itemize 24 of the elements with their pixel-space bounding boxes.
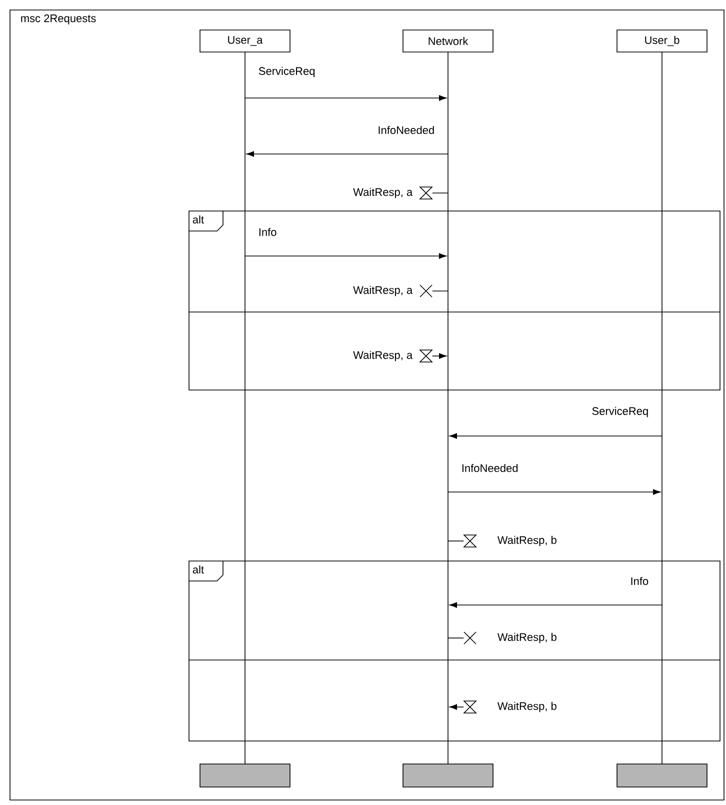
timer-line: [448, 540, 464, 542]
message-arrow: [244, 253, 447, 259]
timer-line: [449, 704, 464, 710]
message-label: Info: [259, 228, 276, 236]
message-label: InfoNeeded: [462, 464, 518, 472]
instance-end: [616, 764, 708, 788]
message-arrow: [448, 489, 661, 495]
instance-head: User_b: [616, 30, 708, 52]
message-label: InfoNeeded: [378, 126, 434, 134]
instance-end: [402, 764, 494, 788]
instance-end: [200, 764, 290, 788]
diagram-title: msc 2Requests: [21, 14, 96, 24]
message-label: ServiceReq: [592, 406, 648, 418]
message-arrow: [246, 151, 448, 157]
message-arrow: [449, 433, 662, 439]
timer-line: [432, 192, 448, 194]
message-label: Info: [631, 576, 648, 586]
instance-head: User_a: [200, 30, 290, 52]
timer-line: [432, 353, 447, 359]
timer-line: [432, 290, 448, 292]
instance-head: Network: [402, 30, 494, 52]
message-label: ServiceReq: [258, 66, 315, 78]
message-arrow: [449, 602, 662, 608]
message-arrow: [244, 95, 447, 101]
